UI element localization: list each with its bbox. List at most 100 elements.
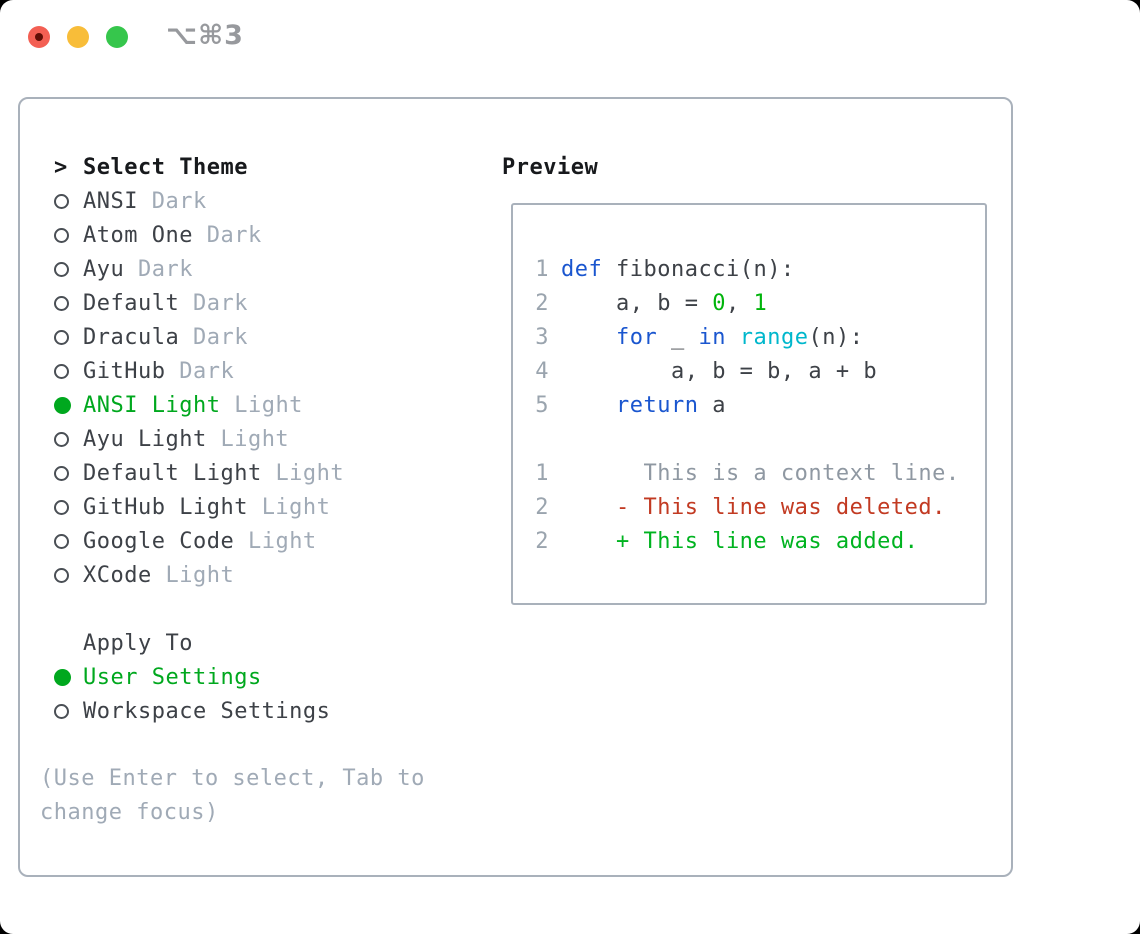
theme-option[interactable]: Google Code Light bbox=[40, 524, 490, 558]
code-text: a, b = 0, 1 bbox=[561, 291, 767, 316]
radio-icon bbox=[40, 499, 83, 515]
close-button[interactable] bbox=[28, 26, 50, 48]
theme-name: GitHub Light bbox=[83, 494, 262, 520]
token-pl: (n): bbox=[808, 324, 864, 350]
line-number: 1 bbox=[535, 460, 549, 486]
theme-name: Dracula bbox=[83, 324, 193, 350]
apply-to-label: Workspace Settings bbox=[83, 698, 331, 724]
theme-tag: Light bbox=[247, 528, 317, 554]
radio-icon bbox=[40, 227, 83, 243]
token-num: 1 bbox=[753, 290, 768, 316]
token-bi: range bbox=[739, 324, 809, 350]
help-line-1: (Use Enter to select, Tab to bbox=[40, 766, 425, 791]
token-pl bbox=[561, 325, 616, 350]
radio-icon bbox=[40, 533, 83, 549]
code-line: 4 a, b = b, a + b bbox=[513, 354, 985, 388]
theme-option[interactable]: GitHub Light Light bbox=[40, 490, 490, 524]
theme-option[interactable]: Ayu Light Light bbox=[40, 422, 490, 456]
radio-icon bbox=[40, 431, 83, 447]
minimize-button[interactable] bbox=[67, 26, 89, 48]
line-number: 5 bbox=[535, 392, 549, 418]
code-preview: 1 def fibonacci(n): 2 a, b = 0, 1 3 for _ i… bbox=[513, 252, 985, 558]
radio-circle bbox=[54, 668, 71, 686]
select-theme-header: Select Theme bbox=[83, 154, 248, 180]
token-pl: _ bbox=[657, 324, 699, 350]
radio-circle bbox=[54, 396, 71, 414]
theme-option[interactable]: Default Dark bbox=[40, 286, 490, 320]
code-line: 1 def fibonacci(n): bbox=[513, 252, 985, 286]
radio-selected-icon bbox=[40, 668, 83, 686]
theme-option[interactable]: GitHub Dark bbox=[40, 354, 490, 388]
theme-name: XCode bbox=[83, 562, 166, 588]
radio-icon bbox=[40, 703, 83, 719]
radio-circle bbox=[54, 363, 69, 379]
token-kw: def bbox=[561, 256, 603, 282]
apply-to-option[interactable]: User Settings bbox=[40, 660, 490, 694]
theme-option[interactable]: ANSI Dark bbox=[40, 184, 490, 218]
token-kw: in bbox=[698, 324, 726, 350]
code-line: 5 return a bbox=[513, 388, 985, 422]
radio-circle bbox=[54, 703, 69, 719]
theme-tag: Dark bbox=[137, 256, 193, 282]
diff-text: This is a context line. bbox=[561, 460, 960, 486]
theme-option[interactable]: Atom One Dark bbox=[40, 218, 490, 252]
apply-to-label: User Settings bbox=[83, 664, 262, 690]
theme-name: Default Light bbox=[83, 460, 276, 486]
radio-icon bbox=[40, 363, 83, 379]
radio-circle bbox=[54, 431, 69, 447]
line-number: 1 bbox=[535, 256, 549, 282]
radio-icon bbox=[40, 295, 83, 311]
theme-name: Ayu bbox=[83, 256, 138, 282]
theme-name: Google Code bbox=[83, 528, 248, 554]
code-line: 2 a, b = 0, 1 bbox=[513, 286, 985, 320]
radio-selected-icon bbox=[40, 396, 83, 414]
code-text: a, b = b, a + b bbox=[561, 359, 877, 384]
apply-to-option[interactable]: Workspace Settings bbox=[40, 694, 490, 728]
theme-name: Default bbox=[83, 290, 193, 316]
code-text: return a bbox=[561, 393, 726, 418]
token-pl: a, b = b, a + b bbox=[561, 358, 878, 384]
radio-circle bbox=[54, 261, 69, 277]
code-text: for _ in range(n): bbox=[561, 325, 863, 350]
theme-tag: Light bbox=[261, 494, 331, 520]
apply-to-header-row: Apply To bbox=[40, 626, 490, 660]
preview-box: 1 def fibonacci(n): 2 a, b = 0, 1 3 for _ i… bbox=[511, 203, 987, 605]
spacer bbox=[513, 422, 985, 456]
token-kw: for bbox=[615, 324, 658, 350]
token-kw: return bbox=[615, 392, 699, 418]
diff-text: + This line was added. bbox=[561, 528, 919, 554]
code-text: def fibonacci(n): bbox=[561, 257, 795, 282]
code-block: 1 def fibonacci(n): 2 a, b = 0, 1 3 for _ i… bbox=[513, 252, 985, 422]
theme-option[interactable]: XCode Light bbox=[40, 558, 490, 592]
theme-tag: Dark bbox=[192, 324, 248, 350]
radio-circle bbox=[54, 465, 69, 481]
radio-circle bbox=[54, 533, 69, 549]
radio-icon bbox=[40, 465, 83, 481]
diff-line-context: 1 This is a context line. bbox=[513, 456, 985, 490]
window-title-shortcut: ⌥⌘3 bbox=[166, 20, 244, 51]
line-number: 3 bbox=[535, 324, 549, 350]
theme-option[interactable]: Default Light Light bbox=[40, 456, 490, 490]
token-pl bbox=[561, 393, 616, 418]
radio-icon bbox=[40, 193, 83, 209]
theme-option[interactable]: ANSI Light Light bbox=[40, 388, 490, 422]
caret-icon: > bbox=[54, 154, 68, 180]
theme-name: ANSI bbox=[83, 188, 152, 214]
token-pl: , bbox=[725, 290, 754, 316]
token-pl: a bbox=[698, 392, 726, 418]
theme-tag: Dark bbox=[179, 358, 235, 384]
line-number: 2 bbox=[535, 494, 549, 520]
theme-option[interactable]: Dracula Dark bbox=[40, 320, 490, 354]
theme-option[interactable]: Ayu Dark bbox=[40, 252, 490, 286]
zoom-button[interactable] bbox=[106, 26, 128, 48]
focus-marker: > bbox=[40, 155, 83, 180]
radio-icon bbox=[40, 329, 83, 345]
theme-tag: Light bbox=[275, 460, 345, 486]
theme-name: Atom One bbox=[83, 222, 207, 248]
theme-tag: Light bbox=[165, 562, 235, 588]
preview-header: Preview bbox=[502, 154, 599, 180]
